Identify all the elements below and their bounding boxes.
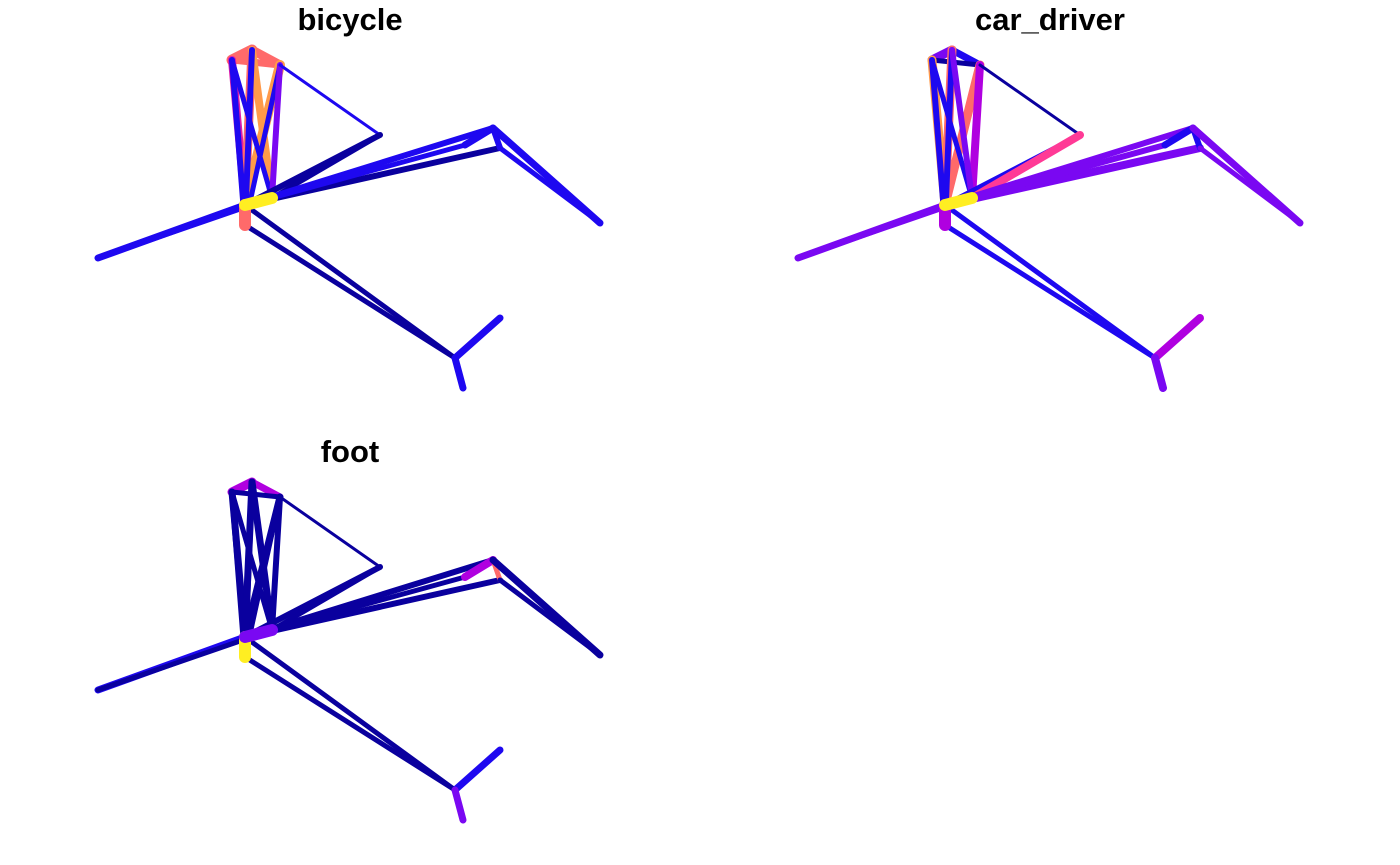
edge-car-driver-sw-s1 [942,222,1158,361]
edge-car-driver-se-e3 [969,142,1168,201]
panel-bicycle: bicycle [0,0,700,432]
edge-car-driver-a1-sw [929,57,948,228]
edge-foot-a2-sw [242,479,255,660]
network-map-bicycle [94,44,604,392]
edge-car-driver-se-mid [968,131,1084,202]
edge-bicycle-sw-s1 [242,222,458,361]
edge-car-driver-a2-se [949,47,975,201]
edge-foot-a2-se [248,478,276,634]
edge-car-driver-a3-mid [978,63,1082,137]
edge-foot-a3-mid [278,495,382,569]
edge-bicycle-a1-sw [229,57,248,228]
network-map-car-driver [794,45,1304,392]
edge-foot-s1-s3 [451,786,467,824]
edge-foot-s1-s2 [451,746,504,794]
edge-foot-a1-sw [229,489,248,660]
edge-foot-e1-e3 [461,556,497,581]
panel-title-bicycle: bicycle [297,2,403,37]
edge-bicycle-se-e3 [269,142,468,201]
edge-bicycle-hub-se [239,192,278,211]
edge-foot-se-e3 [269,574,468,633]
edge-bicycle-a1-se [229,57,275,201]
edge-bicycle-s1-s2 [451,314,504,362]
edge-bicycle-s1-s3 [451,354,467,392]
edge-car-driver-s1-s2 [1151,314,1204,362]
panel-foot: foot [0,432,700,864]
edge-car-driver-a2-sw [942,47,955,228]
edge-bicycle-a2-sw [242,47,255,228]
panel-title-car-driver: car_driver [975,2,1125,37]
edge-car-driver-hub-se [939,192,978,211]
edge-bicycle-a3-se [269,62,283,201]
edge-car-driver-a1-se [929,57,975,201]
edge-foot-hub-s1 [242,634,458,793]
network-map-foot [94,477,604,824]
edge-bicycle-e2-far [497,145,603,226]
edge-car-driver-e2-far [1197,145,1303,226]
edge-bicycle-a2-se [248,46,276,202]
edge-foot-a3-se [269,494,283,633]
edge-bicycle-hub-s1 [242,202,458,361]
edge-foot-sw-s1 [242,654,458,793]
edge-bicycle-se-mid [269,132,383,201]
edge-car-driver-a3-se [968,61,984,202]
edge-foot-hub-se [239,624,278,643]
edge-bicycle-a3-mid [278,63,382,137]
edge-foot-e2-far [497,577,603,658]
edge-car-driver-hub-s1 [942,202,1158,361]
edge-foot-a1-se [229,489,275,633]
edge-bicycle-e1-e3 [461,124,497,149]
edge-car-driver-e1-e3 [1161,124,1197,149]
edge-car-driver-s1-s3 [1151,354,1167,392]
panel-title-foot: foot [320,434,380,469]
panel-car-driver: car_driver [700,0,1400,432]
edge-foot-se-mid [269,564,383,633]
